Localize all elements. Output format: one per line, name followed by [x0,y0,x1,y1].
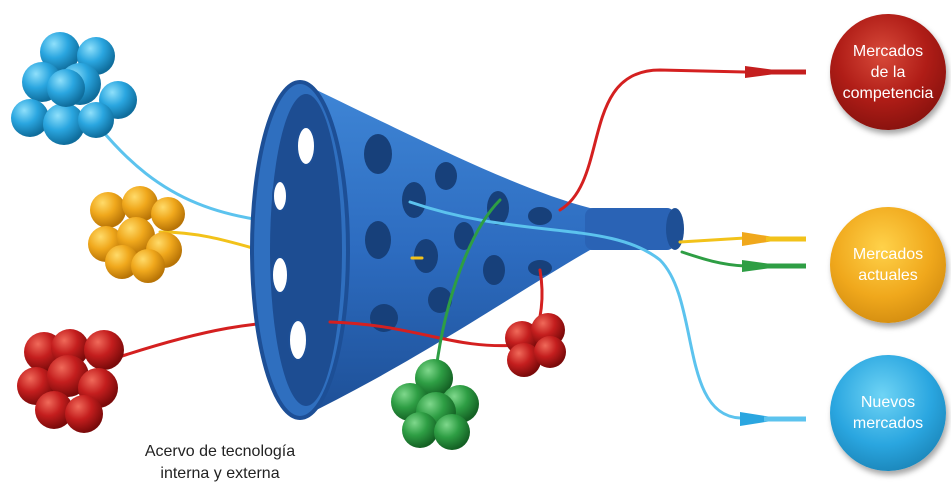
blue-arrow [740,412,806,426]
new-markets-circle: Nuevos mercados [830,355,946,471]
market-label-line: Nuevos [861,392,915,413]
caption-line-2: interna y externa [110,463,330,485]
output-arrows [740,66,806,426]
red-technology-cluster [17,329,124,433]
market-label-line: competencia [843,83,934,104]
competitor-markets-circle: Mercados de la competencia [830,14,946,130]
market-label-line: Mercados [853,244,923,265]
yellow-arrow [742,232,806,246]
green-exit-line [682,252,745,266]
red-arrow [745,66,806,78]
market-label-line: de la [871,62,906,83]
red-exit-line [560,70,745,210]
dark-red-technology-cluster [505,313,566,377]
green-arrow [742,260,806,272]
market-label-line: mercados [853,413,923,434]
blue-technology-cluster [11,32,137,145]
yellow-technology-cluster [88,186,185,283]
caption-line-1: Acervo de tecnología [110,441,330,463]
funnel-spout-end [666,208,684,250]
market-label-line: actuales [858,265,918,286]
current-markets-circle: Mercados actuales [830,207,946,323]
yellow-exit-line [680,238,745,242]
green-technology-cluster [391,359,479,450]
market-label-line: Mercados [853,41,923,62]
technology-pool-caption: Acervo de tecnología interna y externa [110,441,330,485]
